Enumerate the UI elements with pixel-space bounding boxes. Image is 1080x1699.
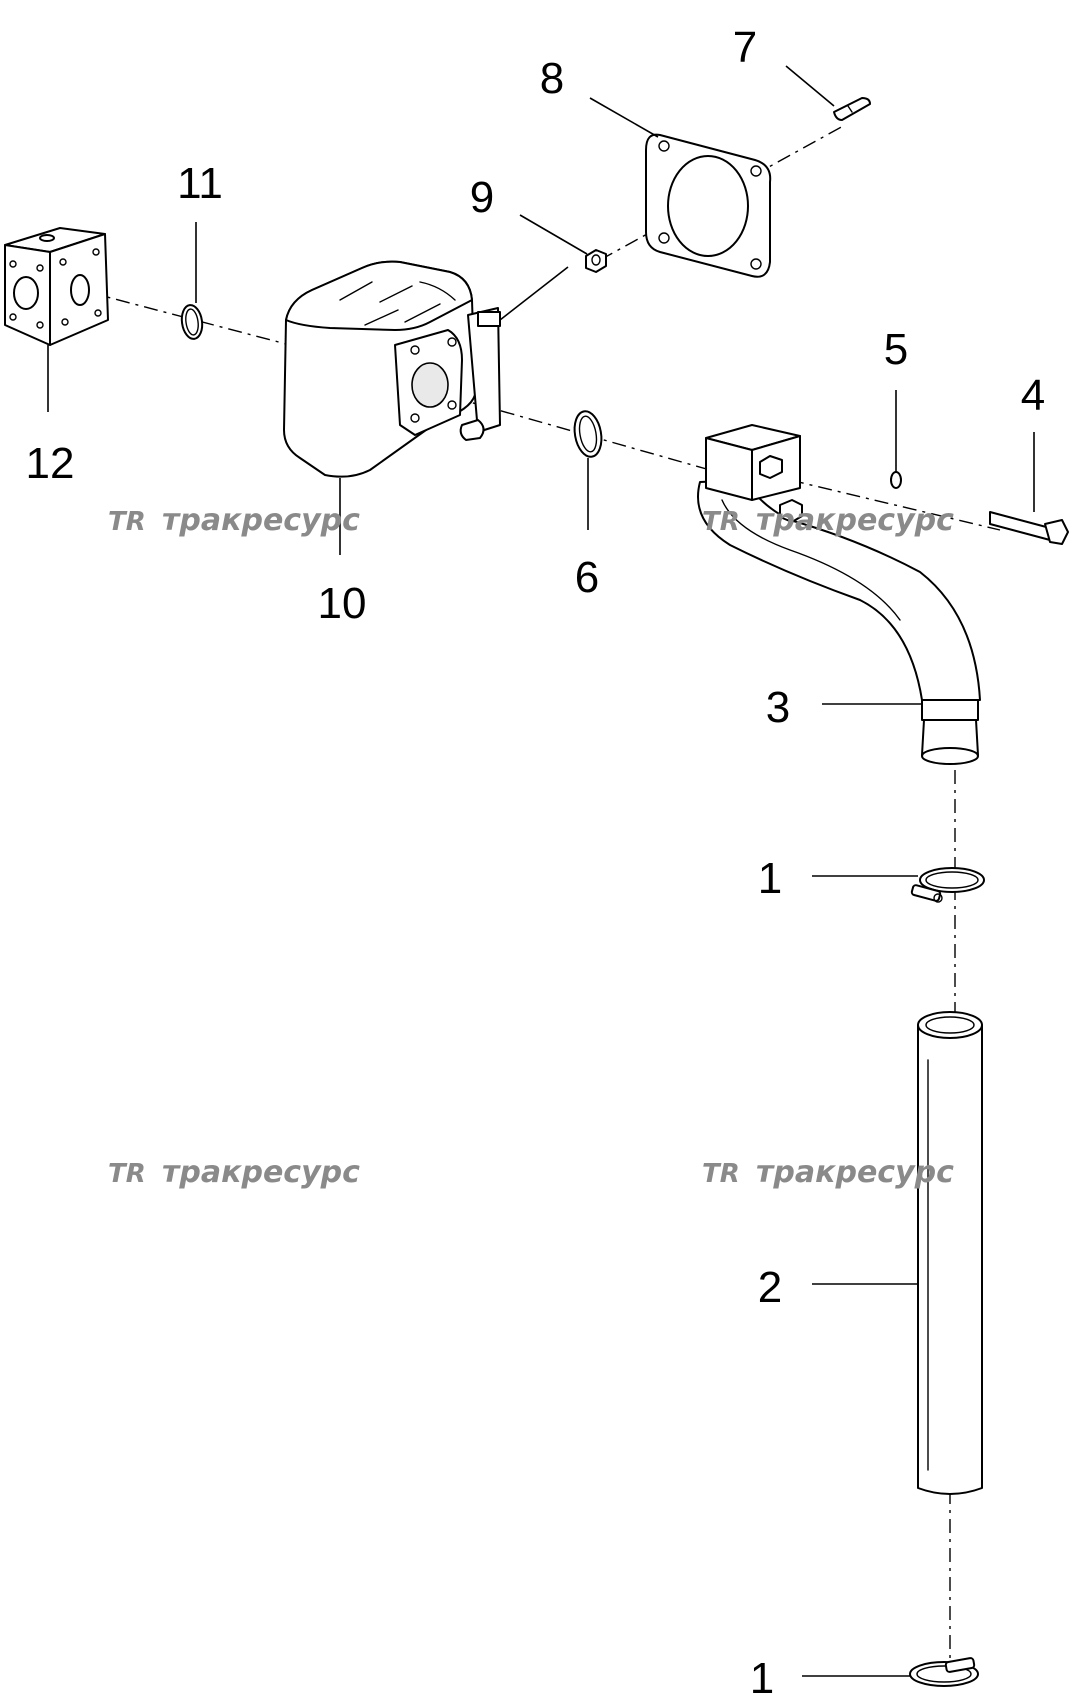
watermark-text: тракресурс: [756, 503, 954, 538]
part-10-gear-pump: [283, 260, 501, 478]
watermark-text: тракресурс: [756, 1155, 954, 1190]
watermark-text: тракресурс: [162, 503, 360, 538]
callout-5: 5: [884, 325, 908, 374]
watermark-logo: TR: [702, 1159, 740, 1189]
watermark-top-right: TR тракресурс: [702, 503, 954, 538]
part-11-o-ring: [180, 304, 204, 340]
assembly-axes: [87, 124, 1001, 1665]
part-1-hose-clamp-bottom: [909, 1657, 979, 1687]
callout-1-top: 1: [758, 854, 782, 903]
callout-6: 6: [575, 553, 599, 602]
part-2-hose: [917, 1011, 983, 1495]
watermark-text: тракресурс: [162, 1155, 360, 1190]
watermark-logo: TR: [108, 507, 146, 537]
watermark-logo: TR: [702, 507, 740, 537]
callout-11: 11: [177, 159, 223, 208]
part-4-bolt: [989, 511, 1069, 545]
watermark-group: TR тракресурс TR тракресурс TR тракресур…: [108, 503, 954, 1190]
part-9-nut: [585, 249, 607, 273]
callout-8: 8: [540, 54, 564, 103]
callout-9: 9: [470, 173, 494, 222]
part-7-stud: [833, 97, 871, 121]
callout-10: 10: [318, 579, 367, 628]
callout-labels: 7 8 11 9 5 4 12 6 10 3 1 2 1: [26, 23, 1046, 1699]
part-6-o-ring: [573, 410, 603, 458]
callout-4: 4: [1021, 371, 1045, 420]
part-1-hose-clamp-top: [910, 867, 985, 903]
callout-2: 2: [758, 1263, 782, 1312]
part-8-gasket: [645, 133, 772, 278]
callout-1-bottom: 1: [750, 1654, 774, 1699]
leader-lines: [47, 65, 1035, 1677]
watermark-top-left: TR тракресурс: [108, 503, 360, 538]
callout-12: 12: [26, 439, 75, 488]
part-5-small-o-ring: [890, 471, 902, 489]
part-3-suction-pipe: [697, 424, 981, 765]
watermark-mid-left: TR тракресурс: [108, 1155, 360, 1190]
part-12-valve-block: [4, 227, 109, 346]
watermark-logo: TR: [108, 1159, 146, 1189]
callout-7: 7: [733, 23, 757, 72]
watermark-mid-right: TR тракресурс: [702, 1155, 954, 1190]
callout-3: 3: [766, 683, 790, 732]
